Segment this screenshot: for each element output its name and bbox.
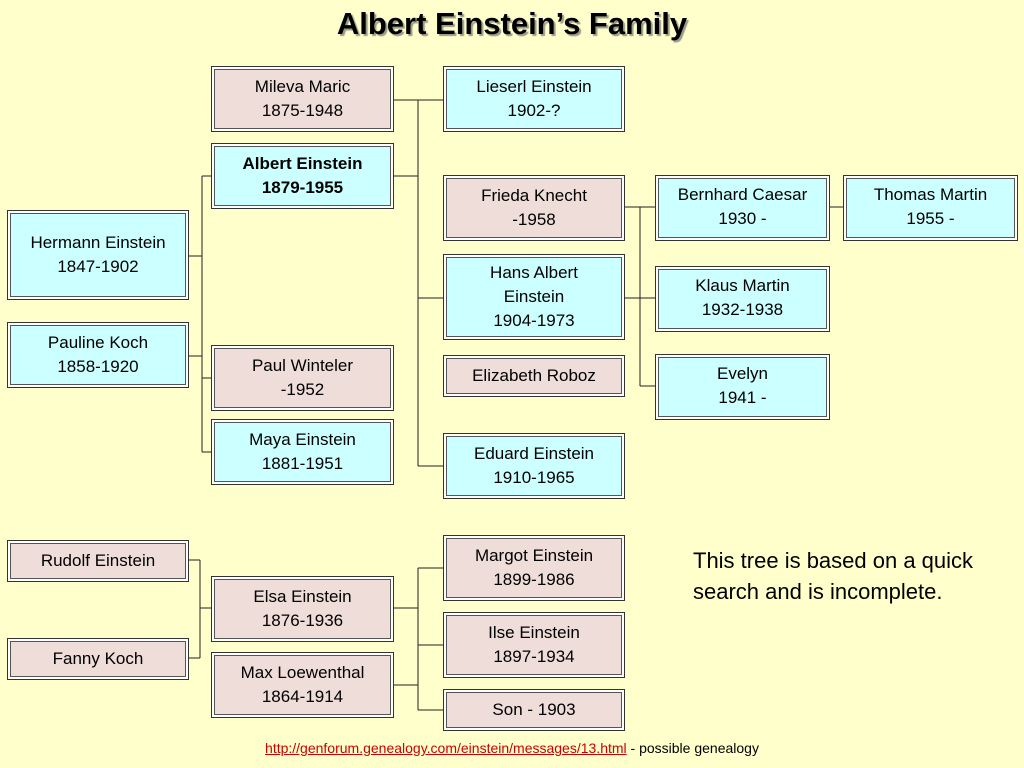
person-box-elsa-einstein: Elsa Einstein 1876-1936 [211, 576, 394, 642]
person-years: 1875-1948 [261, 101, 344, 120]
person-box-albert-einstein: Albert Einstein 1879-1955 [211, 143, 394, 209]
person-years: 1941 - [718, 388, 767, 407]
person-years: 1881-1951 [261, 454, 344, 473]
person-box-bernhard-caesar: Bernhard Caesar 1930 - [655, 175, 830, 241]
person-years: 1858-1920 [57, 357, 139, 376]
person-box-evelyn: Evelyn 1941 - [655, 354, 830, 420]
person-name: Eduard Einstein [473, 444, 595, 463]
genealogy-link[interactable]: http://genforum.genealogy.com/einstein/m… [265, 740, 627, 756]
person-name: Lieserl Einstein [476, 77, 592, 96]
person-years: 1902-? [507, 101, 561, 120]
person-box-maya-einstein: Maya Einstein 1881-1951 [211, 419, 394, 485]
footer: http://genforum.genealogy.com/einstein/m… [0, 740, 1024, 756]
person-box-pauline-koch: Pauline Koch 1858-1920 [7, 322, 189, 388]
person-box-paul-winteler: Paul Winteler -1952 [211, 345, 394, 411]
person-name: Rudolf Einstein [40, 551, 156, 570]
person-name: Maya Einstein [249, 430, 356, 449]
person-box-rudolf-einstein: Rudolf Einstein [7, 540, 189, 582]
person-box-ilse-einstein: Ilse Einstein 1897-1934 [443, 612, 625, 678]
person-years: 1930 - [718, 209, 767, 228]
person-name: Thomas Martin [873, 185, 988, 204]
person-years: 1910-1965 [493, 468, 575, 487]
person-years: 1932-1938 [701, 300, 784, 319]
person-box-hermann-einstein: Hermann Einstein 1847-1902 [7, 210, 189, 300]
person-years: 1955 - [906, 209, 955, 228]
person-box-eduard-einstein: Eduard Einstein 1910-1965 [443, 433, 625, 499]
person-box-mileva-maric: Mileva Maric 1875-1948 [211, 66, 394, 132]
person-box-hans-albert-einstein: Hans Albert Einstein 1904-1973 [443, 254, 625, 340]
person-name: Ilse Einstein [488, 623, 580, 642]
person-name: Frieda Knecht [481, 186, 587, 205]
person-name: Einstein [503, 287, 565, 306]
person-years: -1958 [512, 210, 556, 229]
person-box-elizabeth-roboz: Elizabeth Roboz [443, 355, 625, 397]
person-years: 1847-1902 [57, 257, 139, 276]
incomplete-note: This tree is based on a quick search and… [693, 548, 974, 604]
person-name: Hans Albert [490, 263, 578, 282]
person-name: Pauline Koch [47, 333, 149, 352]
person-name: Mileva Maric [254, 77, 351, 96]
person-name: Hermann Einstein [30, 233, 166, 252]
person-box-max-loewenthal: Max Loewenthal 1864-1914 [211, 652, 394, 718]
person-name: Klaus Martin [695, 276, 790, 295]
footer-suffix: - possible genealogy [626, 740, 759, 756]
person-name: Margot Einstein [474, 546, 594, 565]
person-years: 1899-1986 [493, 570, 575, 589]
person-box-margot-einstein: Margot Einstein 1899-1986 [443, 535, 625, 601]
page-title: Albert Einstein’s Family [336, 6, 688, 41]
person-box-thomas-martin: Thomas Martin 1955 - [843, 175, 1018, 241]
person-box-klaus-martin: Klaus Martin 1932-1938 [655, 266, 830, 332]
person-years: 1864-1914 [261, 687, 344, 706]
person-name: Paul Winteler [251, 356, 354, 375]
person-name: Albert Einstein [242, 154, 363, 173]
person-box-lieserl-einstein: Lieserl Einstein 1902-? [443, 66, 625, 132]
person-years: 1876-1936 [261, 611, 344, 630]
person-name: Fanny Koch [52, 649, 144, 668]
person-box-fanny-koch: Fanny Koch [7, 638, 189, 680]
person-years: 1904-1973 [493, 311, 575, 330]
person-box-frieda-knecht: Frieda Knecht -1958 [443, 175, 625, 241]
person-name: Elsa Einstein [253, 587, 352, 606]
person-name: Evelyn [716, 364, 769, 383]
person-name: Max Loewenthal [240, 663, 365, 682]
person-years: -1952 [280, 380, 325, 399]
person-years: 1879-1955 [261, 178, 344, 197]
person-box-son-1903: Son - 1903 [443, 689, 625, 731]
person-name: Bernhard Caesar [677, 185, 808, 204]
person-years: 1897-1934 [493, 647, 575, 666]
person-name: Elizabeth Roboz [472, 366, 596, 385]
person-name: Son - 1903 [492, 700, 576, 719]
